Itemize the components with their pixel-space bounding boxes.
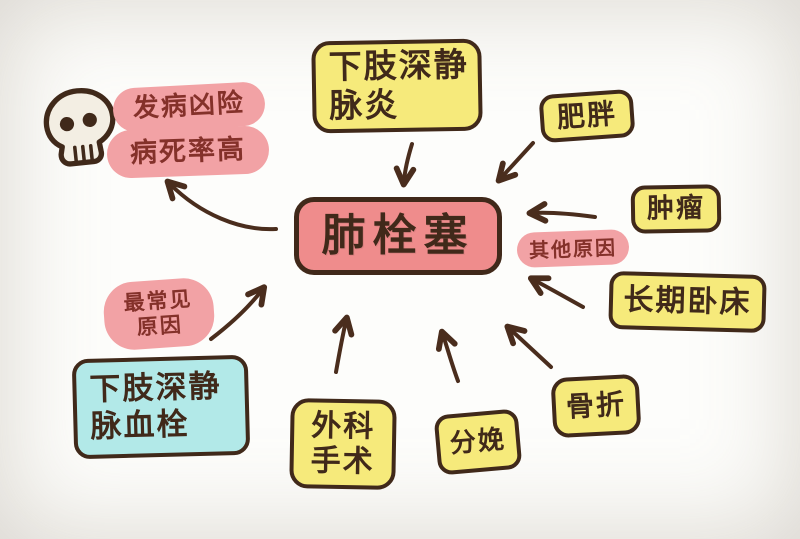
bedridden-label: 长期卧床 xyxy=(623,282,752,321)
other-causes-label: 其他原因 xyxy=(528,234,618,263)
most-common-line1: 最常见 xyxy=(122,286,194,316)
node-vein-inflammation: 下肢深静 脉炎 xyxy=(311,38,483,134)
arrow-obesity-to-center xyxy=(495,141,535,184)
childbirth-label: 分娩 xyxy=(448,424,508,460)
node-bedridden: 长期卧床 xyxy=(608,270,767,334)
arrow-dvt-to-center xyxy=(209,284,268,341)
tumor-label: 肿瘤 xyxy=(646,192,706,225)
arrow-bedridden-to-center xyxy=(527,275,585,309)
risk-text-line1: 发病凶险 xyxy=(132,88,246,125)
node-tumor: 肿瘤 xyxy=(630,184,722,234)
risk-text-line2: 病死率高 xyxy=(129,133,247,169)
arrow-surgery-to-center xyxy=(332,314,355,374)
fracture-label: 骨折 xyxy=(565,387,627,425)
vein-inflammation-line1: 下肢深静 xyxy=(328,44,469,87)
node-childbirth: 分娩 xyxy=(433,408,523,476)
arrow-tumor-to-center xyxy=(526,201,597,224)
surgery-line1: 外科 xyxy=(311,408,376,445)
arrow-fracture-to-center xyxy=(504,323,553,369)
most-common-line2: 原因 xyxy=(136,312,184,340)
arrow-childbirth-to-center xyxy=(435,328,460,383)
pill-risk-line2: 病死率高 xyxy=(106,125,270,179)
pill-other-causes: 其他原因 xyxy=(516,229,630,268)
arrow-center-to-risk xyxy=(164,178,278,232)
node-dvt: 下肢深静 脉血栓 xyxy=(71,354,251,460)
vein-inflammation-line2: 脉炎 xyxy=(328,84,400,126)
obesity-label: 肥胖 xyxy=(555,97,619,135)
skull-icon xyxy=(43,88,116,167)
node-fracture: 骨折 xyxy=(550,373,642,439)
surgery-line2: 手术 xyxy=(310,443,375,480)
dvt-line2: 脉血栓 xyxy=(90,406,190,445)
dvt-line1: 下肢深静 xyxy=(89,368,222,409)
pulmonary-embolism-label: 肺栓塞 xyxy=(321,210,475,262)
node-pulmonary-embolism: 肺栓塞 xyxy=(294,197,502,275)
arrow-vein-inflammation-to-center xyxy=(393,142,417,188)
node-surgery: 外科 手术 xyxy=(289,398,397,490)
node-obesity: 肥胖 xyxy=(538,88,636,144)
pill-most-common-cause: 最常见 原因 xyxy=(101,276,217,352)
